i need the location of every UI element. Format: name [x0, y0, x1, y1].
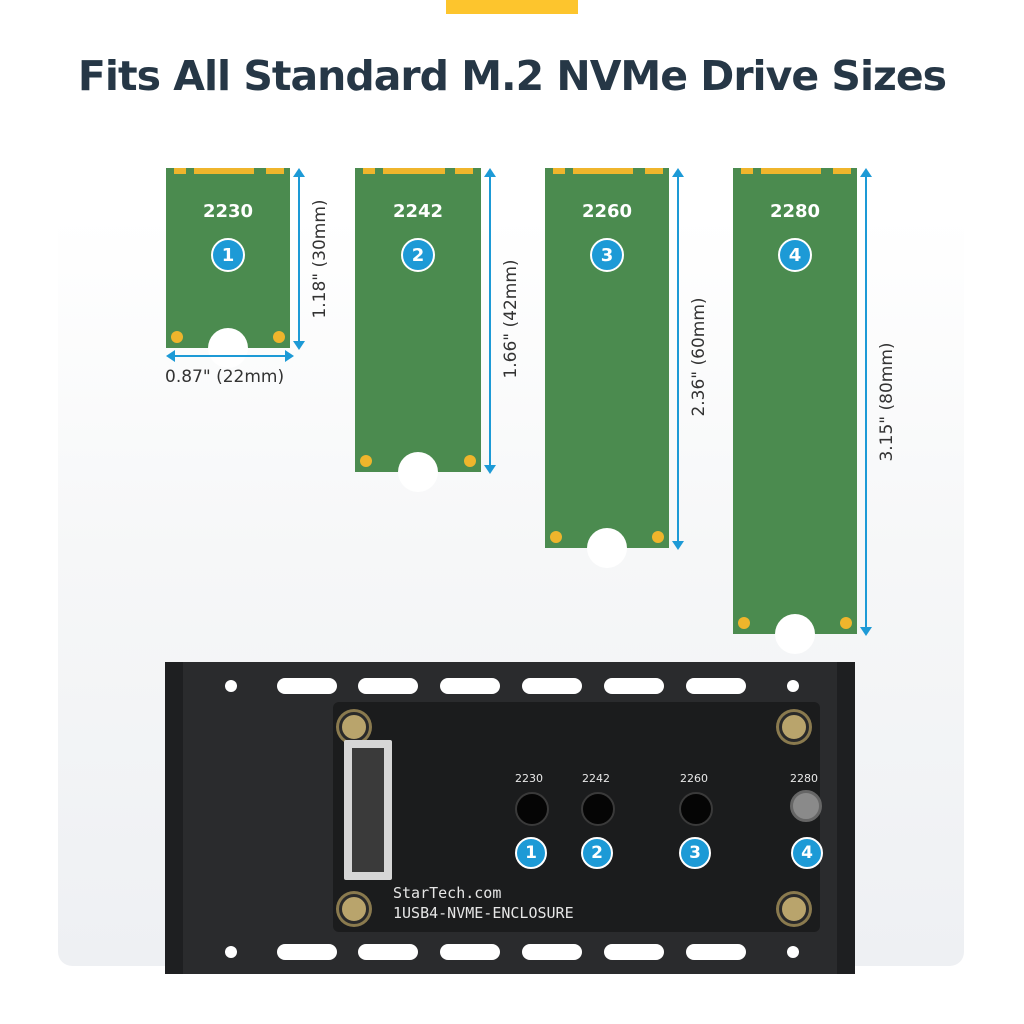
width-label: 0.87" (22mm) — [165, 367, 285, 387]
dimension-arrow-2242 — [484, 168, 496, 474]
slot-badge-4: 4 — [791, 837, 823, 869]
dimension-label-2260: 2.36" (60mm) — [689, 297, 709, 417]
slot-label-2260: 2260 — [680, 772, 708, 785]
drive-size-label: 2230 — [202, 201, 254, 222]
dimension-label-2242: 1.66" (42mm) — [501, 259, 521, 379]
slot-label-2242: 2242 — [582, 772, 610, 785]
drive-card-2230: 2230 1 — [166, 168, 290, 368]
badge-2: 2 — [401, 238, 435, 272]
page-title: Fits All Standard M.2 NVMe Drive Sizes — [77, 52, 947, 100]
badge-4: 4 — [778, 238, 812, 272]
drive-size-label: 2242 — [392, 201, 444, 222]
dimension-arrow-2230 — [293, 168, 305, 350]
slot-label-2280: 2280 — [790, 772, 818, 785]
dimension-label-2230: 1.18" (30mm) — [310, 199, 330, 319]
drive-card-2280: 2280 4 — [733, 168, 857, 654]
pcb-model-text: 1USB4-NVME-ENCLOSURE — [393, 904, 574, 922]
standoff-2280 — [790, 790, 822, 822]
drive-card-2242: 2242 2 — [355, 168, 481, 492]
accent-bar — [446, 0, 578, 14]
badge-1: 1 — [211, 238, 245, 272]
badge-3: 3 — [590, 238, 624, 272]
slot-badge-1: 1 — [515, 837, 547, 869]
dimension-arrow-2280 — [860, 168, 872, 636]
pcb-brand-text: StarTech.com — [393, 884, 502, 902]
slot-badge-3: 3 — [679, 837, 711, 869]
m2-connector — [344, 740, 392, 880]
drive-card-2260: 2260 3 — [545, 168, 669, 568]
width-arrow — [166, 350, 294, 362]
dimension-arrow-2260 — [672, 168, 684, 550]
enclosure-pcb: 2230 2242 2260 2280 1 2 3 4 StarTech.com… — [333, 702, 823, 932]
drive-size-label: 2260 — [581, 201, 633, 222]
drive-size-label: 2280 — [769, 201, 821, 222]
slot-label-2230: 2230 — [515, 772, 543, 785]
dimension-label-2280: 3.15" (80mm) — [877, 342, 897, 462]
slot-badge-2: 2 — [581, 837, 613, 869]
